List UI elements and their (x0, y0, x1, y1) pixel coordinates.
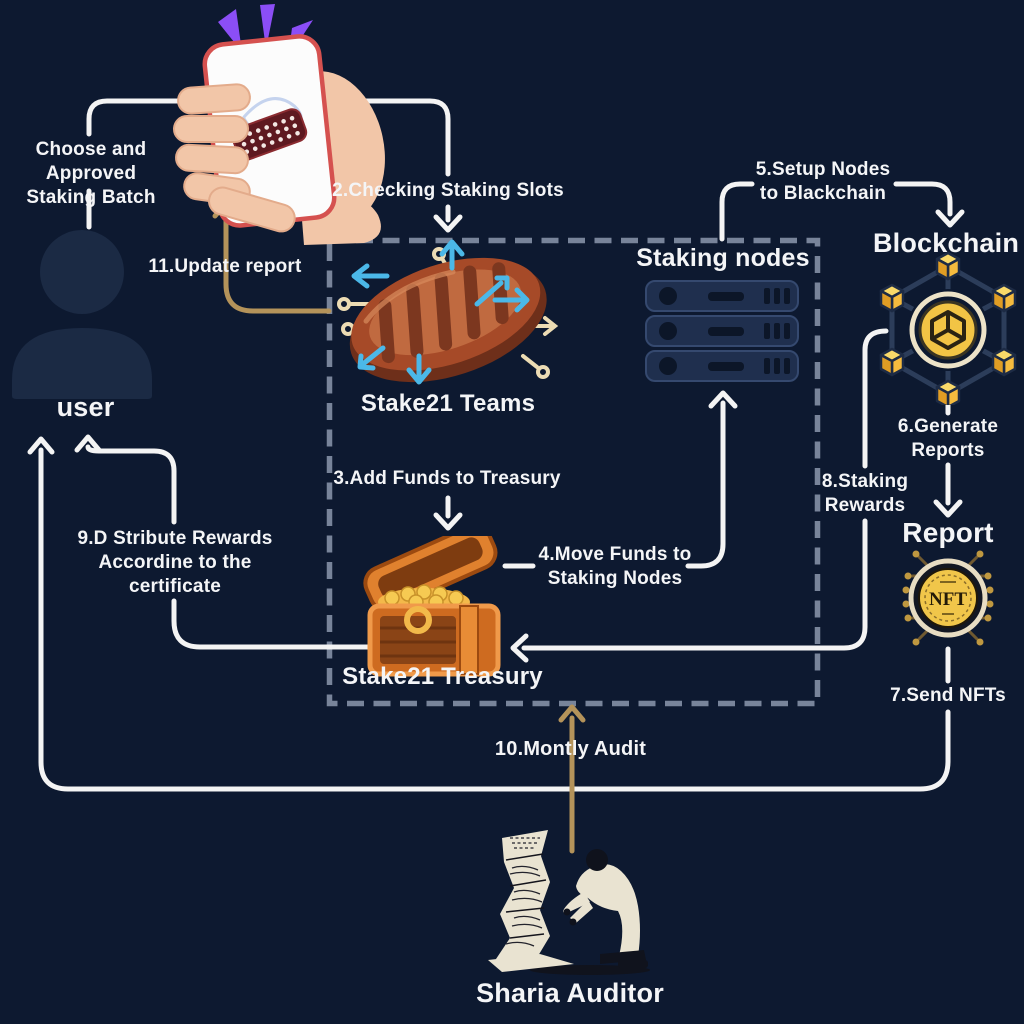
steak-circuit-icon (337, 239, 559, 385)
step-2-label: 2.Checking Staking Slots (332, 180, 564, 201)
user-silhouette-icon (12, 230, 152, 399)
step-5-label: 5.Setup Nodes to Blackchain (755, 159, 891, 204)
step-9-label: 9.D Stribute Rewards Accordine to the ce… (77, 528, 273, 597)
step-10-label: 10.Montly Audit (494, 738, 647, 760)
step-8-label: 8.Staking Rewards (821, 471, 909, 516)
nft-coin-icon: NFT (902, 550, 994, 646)
auditor-label: Sharia Auditor (476, 978, 664, 1008)
teams-label: Stake21 Teams (360, 390, 536, 417)
step-1-label: Choose and Approved Staking Batch (26, 139, 156, 208)
blockchain-label: Blockchain (872, 228, 1020, 258)
step-3-label: 3.Add Funds to Treasury (333, 468, 561, 489)
step-6-label: 6.Generate Reports (897, 416, 999, 461)
step-4-label: 4.Move Funds to Staking Nodes (538, 544, 692, 589)
staking-nodes-label: Staking nodes (636, 244, 810, 272)
server-rack-icon (645, 280, 799, 382)
process-boundary-box (326, 237, 821, 707)
treasury-label: Stake21 Treasury (342, 663, 543, 690)
step-7-label: 7.Send NFTs (890, 685, 1006, 706)
report-label: Report (902, 517, 994, 548)
auditor-scroll-illustration (488, 830, 650, 975)
nft-coin-text: NFT (929, 589, 967, 610)
user-label: user (56, 392, 115, 422)
step-11-label: 11.Update report (148, 256, 302, 277)
blockchain-network-icon (879, 251, 1017, 405)
treasure-chest-icon (363, 536, 501, 677)
phone-in-hand-icon (173, 4, 385, 245)
